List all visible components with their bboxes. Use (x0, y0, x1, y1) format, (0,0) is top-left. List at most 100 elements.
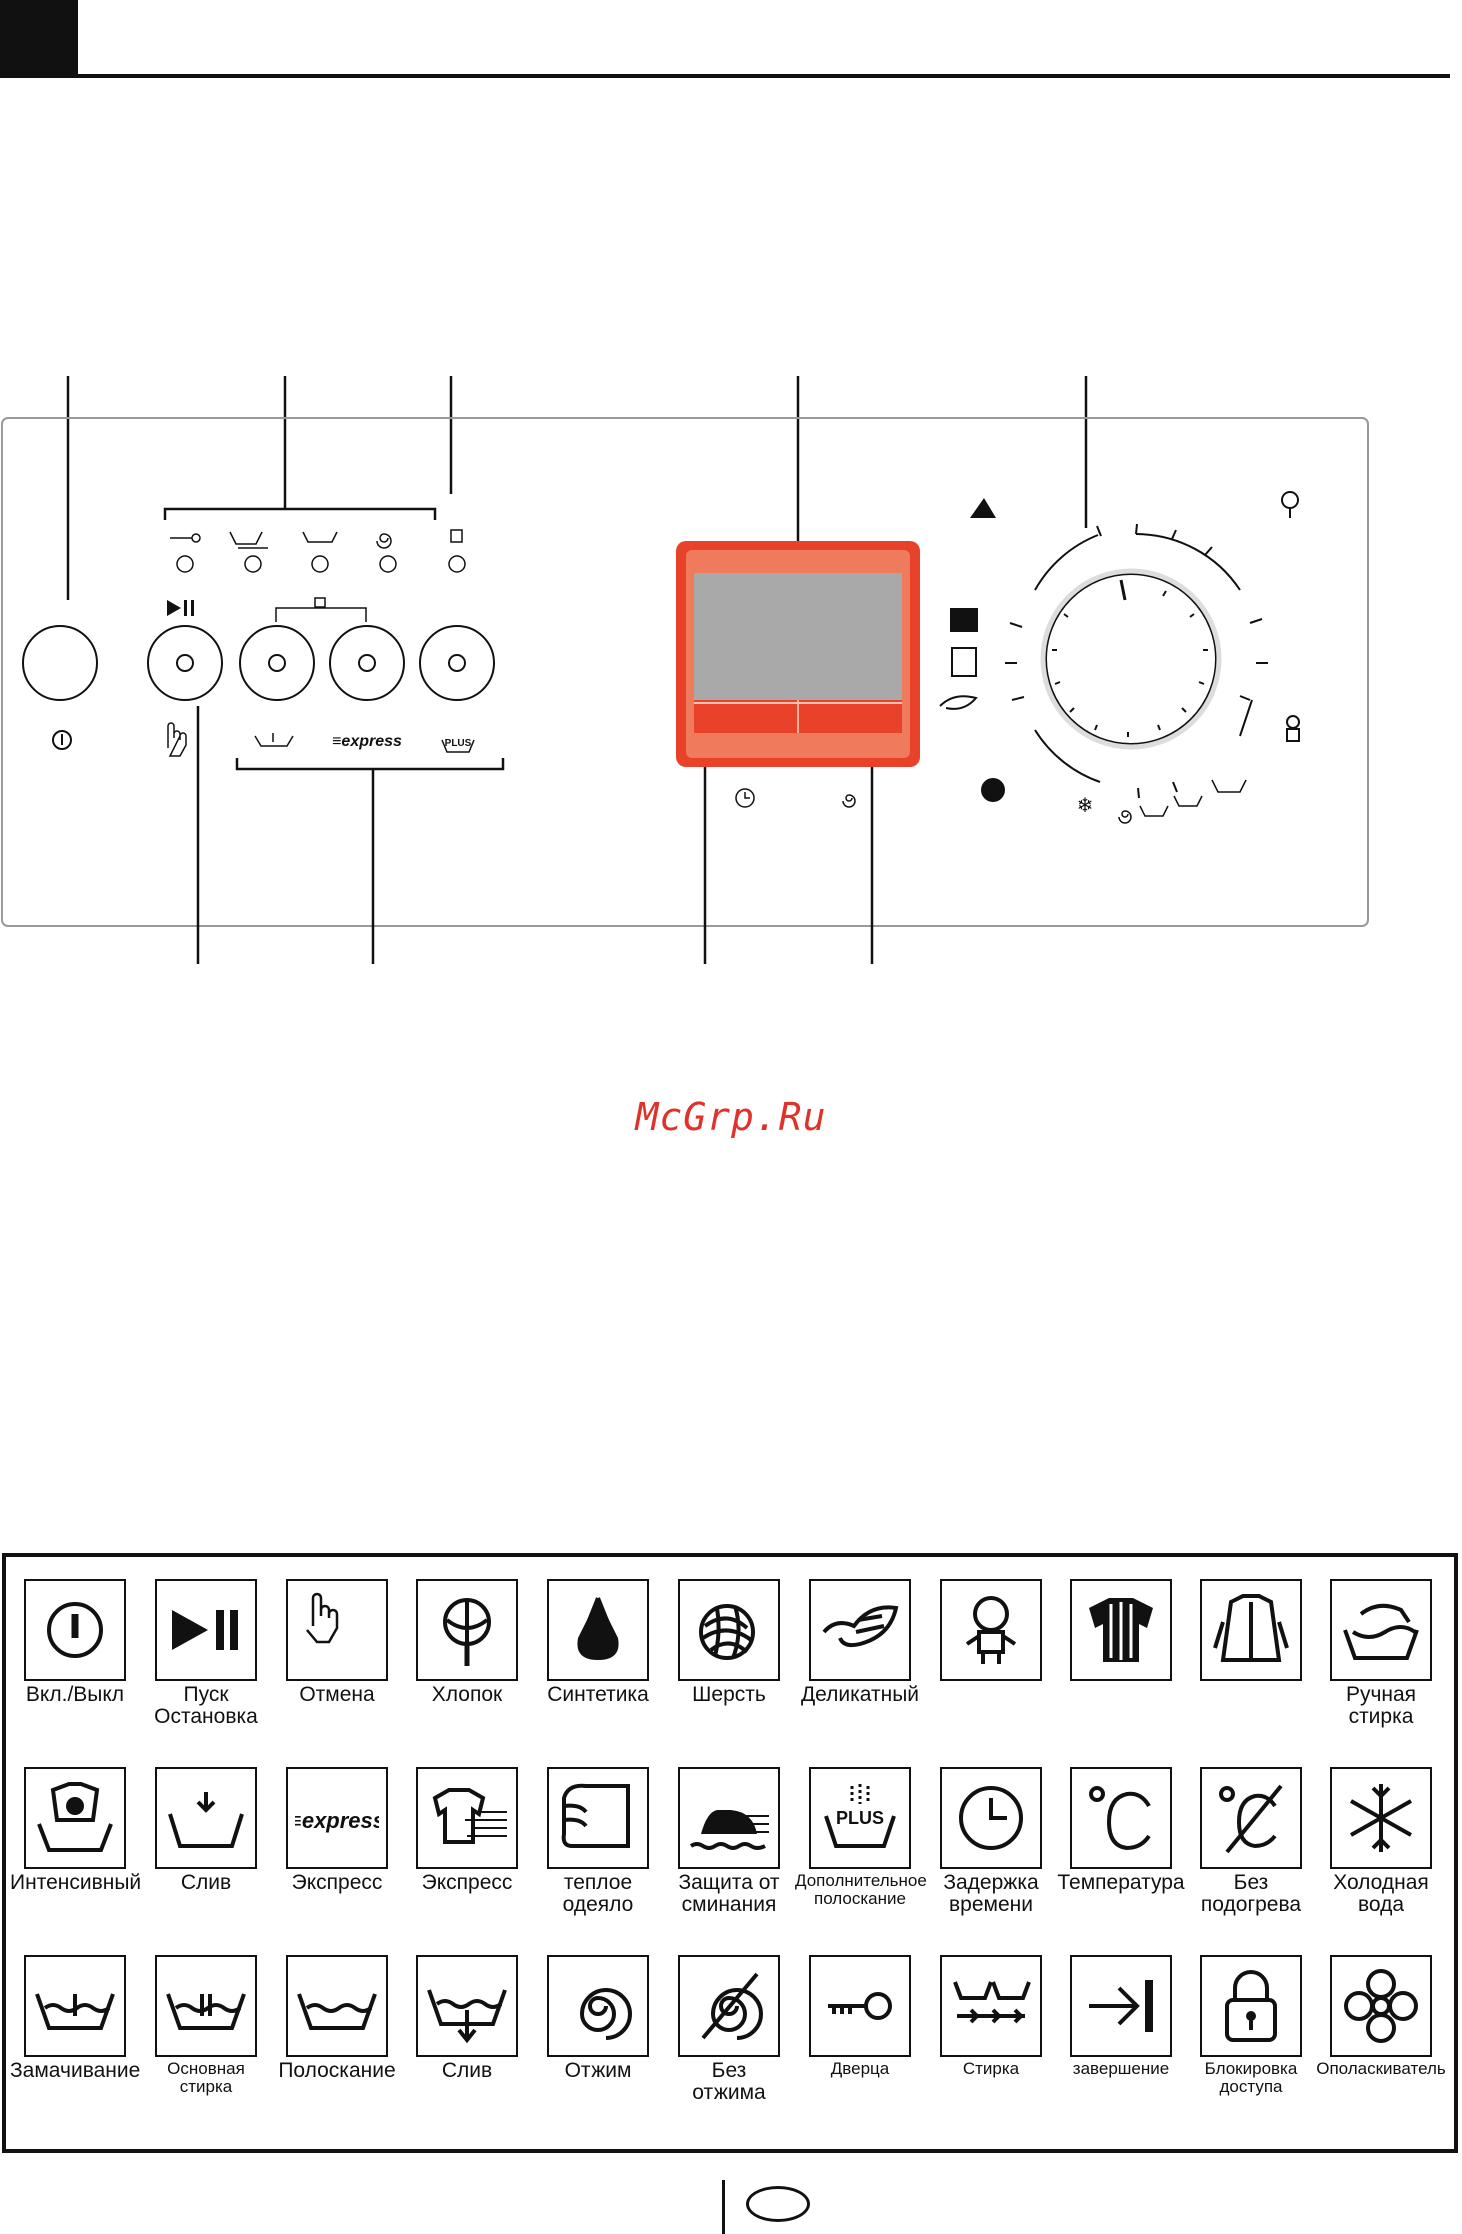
legend-item: Блокировка доступа (1186, 1955, 1316, 2096)
panel-outline (1, 417, 1369, 927)
rinse-icon (286, 1955, 388, 2057)
legend-item: Синтетика (533, 1579, 663, 1706)
hand-icon (286, 1579, 388, 1681)
legend-item-label: Отмена (299, 1683, 375, 1706)
legend-item-label: Деликатный (800, 1683, 920, 1706)
start-button (147, 625, 223, 701)
legend-item-label: Температура (1057, 1871, 1185, 1894)
synthetic-icon (547, 1579, 649, 1681)
legend-item (1056, 1579, 1186, 1684)
shirt-icon (1200, 1579, 1302, 1681)
legend-item: Замачивание (10, 1955, 140, 2082)
legend-item-label: Полоскание (278, 2059, 396, 2082)
legend-item: Холодная вода (1316, 1767, 1446, 1916)
legend-item (1186, 1579, 1316, 1684)
legend-item-label: теплое одеяло (562, 1871, 634, 1916)
svg-text:PLUS: PLUS (445, 738, 472, 749)
page-marker-line (722, 2180, 725, 2234)
shirt-dial-icon (951, 647, 977, 677)
svg-text:PLUS: PLUS (836, 1808, 884, 1828)
celsius-icon (1070, 1767, 1172, 1869)
power-symbol-icon (52, 730, 72, 750)
delay-panel-icon (735, 788, 755, 808)
legend-item-label: Экспресс (291, 1871, 383, 1894)
legend-item: завершение (1056, 1955, 1186, 2078)
legend-item-label: Экспресс (421, 1871, 513, 1894)
drain-icon (155, 1767, 257, 1869)
spin-led-icon (376, 533, 392, 549)
legend-item: Деликатный (795, 1579, 925, 1706)
hand-wash-icon (1330, 1579, 1432, 1681)
legend-item-label: Задержка времени (943, 1871, 1039, 1916)
shirt-striped-icon (1070, 1579, 1172, 1681)
legend-item: Дверца (795, 1955, 925, 2078)
legend-item-label: Ополаскиватель (1316, 2059, 1446, 2078)
legend-item: Интенсивный (10, 1767, 142, 1894)
baby-icon (940, 1579, 1042, 1681)
legend-item: Пуск Остановка (141, 1579, 271, 1728)
legend-item: Основная стирка (141, 1955, 271, 2096)
legend-item: Защита от сминания (664, 1767, 794, 1916)
legend-item-label: Холодная вода (1333, 1871, 1429, 1916)
svg-text:≡express: ≡express (295, 1808, 379, 1833)
legend-item-label: Интенсивный (10, 1871, 142, 1894)
cotton-dial-icon (1281, 491, 1299, 518)
prewash-icon (24, 1955, 126, 2057)
legend-item-label: Хлопок (431, 1683, 503, 1706)
handwash-dial-icon (1211, 779, 1247, 793)
legend-item-label: Основная стирка (167, 2059, 245, 2096)
no-heat-icon (1200, 1767, 1302, 1869)
indicator-leds (176, 555, 466, 573)
synthetic-dial-icon (970, 498, 996, 518)
legend-item-label: Ручная стирка (1345, 1683, 1417, 1728)
legend-item: Ручная стирка (1316, 1579, 1446, 1728)
rinse-dial-icon (1173, 795, 1203, 807)
snowflake-dial-icon: ❄ (1077, 795, 1094, 817)
legend-item (926, 1579, 1056, 1684)
delicate-dial-icon (939, 695, 978, 710)
cotton-icon (416, 1579, 518, 1681)
header-rule (78, 74, 1450, 78)
legend-item: Полоскание (272, 1955, 402, 2082)
play-pause-icon (155, 1579, 257, 1681)
legend-item: Вкл./Выкл (10, 1579, 140, 1706)
play-pause-label-icon (167, 600, 194, 616)
legend-item-label: Без отжима (692, 2059, 766, 2104)
legend-item: Хлопок (402, 1579, 532, 1706)
key-led-icon (170, 533, 201, 543)
page-marker-oval (746, 2186, 810, 2222)
control-panel-diagram: ≡express PLUS (1, 376, 1369, 964)
legend-item-label: Слив (441, 2059, 493, 2082)
program-dial (1005, 523, 1268, 799)
lock-small-icon (314, 597, 326, 608)
callout-lines-bottom (196, 706, 874, 964)
plus-panel-icon: PLUS (441, 738, 475, 753)
legend-item-label: Шерсть (692, 1683, 766, 1706)
legend-item: Ополаскиватель (1316, 1955, 1446, 2078)
key-icon (809, 1955, 911, 2057)
express-button (329, 625, 405, 701)
legend-item: Стирка (926, 1955, 1056, 2078)
legend-item: Отмена (272, 1579, 402, 1706)
prewash-button (239, 625, 315, 701)
legend-item-label: Вкл./Выкл (25, 1683, 125, 1706)
baby-dial-icon (1286, 715, 1300, 742)
prewash-panel-icon (254, 733, 294, 747)
spin-dial-icon (1118, 810, 1132, 824)
legend-item-label: Замачивание (10, 2059, 141, 2082)
power-button (22, 625, 98, 701)
extra-rinse-button (419, 625, 495, 701)
snowflake-icon (1330, 1767, 1432, 1869)
clock-icon (940, 1767, 1042, 1869)
power-icon (24, 1579, 126, 1681)
hand-panel-icon (167, 722, 187, 757)
spin-icon (547, 1955, 649, 2057)
softener-icon (1330, 1955, 1432, 2057)
legend-item: Задержка времени (926, 1767, 1056, 1916)
blanket-icon (547, 1767, 649, 1869)
wash-steps-icon (940, 1955, 1042, 2057)
express-shirt-icon (416, 1767, 518, 1869)
express-panel-icon: ≡express (332, 733, 402, 750)
